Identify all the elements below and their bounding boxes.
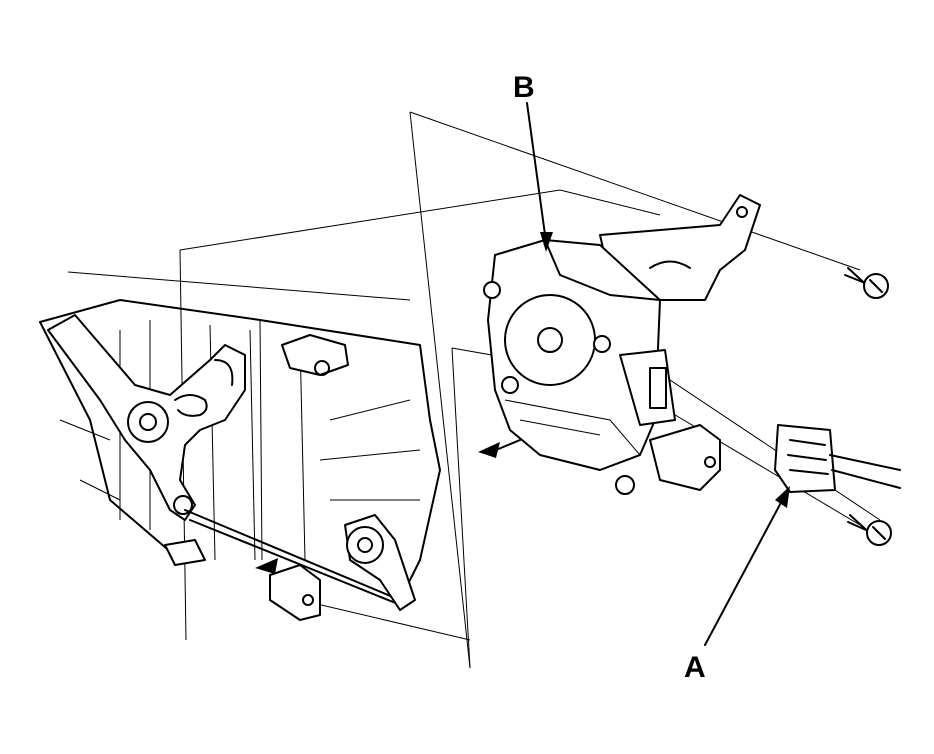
removal-arrow-rod [255,558,278,574]
removal-arrow-actuator [478,439,521,458]
mount-brackets [164,334,349,621]
screw-lower [847,514,892,546]
door-lever [47,314,246,521]
callout-label-b: B [513,71,535,104]
screw-upper [844,267,889,299]
leader-line-b [526,102,553,252]
electrical-connector [774,424,901,493]
actuator [483,194,761,495]
leader-line-a [704,486,790,646]
callout-label-a: A [684,651,706,684]
linkage-rod [184,509,416,611]
